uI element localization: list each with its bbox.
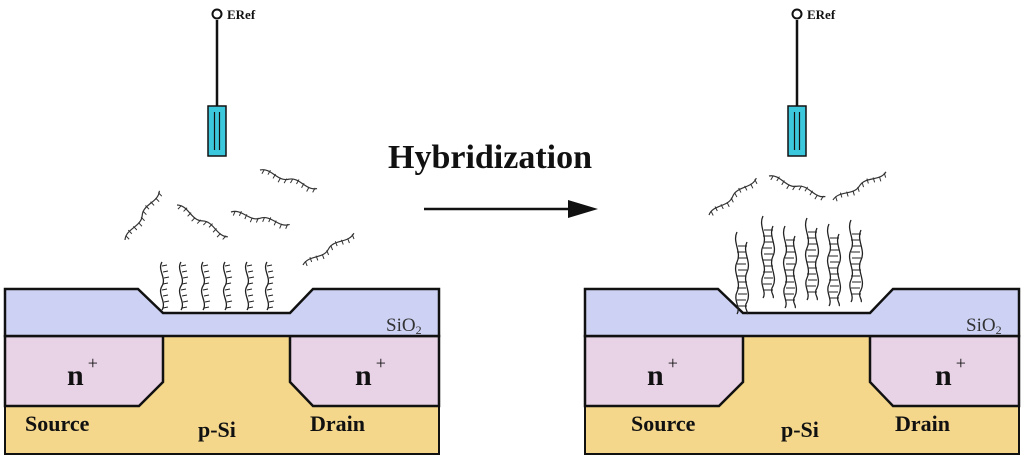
probe-strands: [159, 261, 275, 311]
substrate-label: p-Si: [781, 417, 819, 442]
drain-label: Drain: [895, 411, 950, 436]
source-label: Source: [25, 411, 90, 436]
oxide-label: SiO2: [386, 315, 422, 337]
duplex-strands: [734, 215, 864, 315]
transition-title: Hybridization: [388, 139, 592, 176]
electrode-label: ERef: [227, 7, 256, 22]
drain-doping: n+: [935, 353, 966, 392]
drain-label: Drain: [310, 411, 365, 436]
electrode-label: ERef: [807, 7, 836, 22]
source-doping: n+: [67, 353, 98, 392]
substrate-label: p-Si: [198, 417, 236, 442]
target-strands: [706, 168, 890, 221]
source-label: Source: [631, 411, 696, 436]
source-doping: n+: [647, 353, 678, 392]
panel-before: ERef SiO2 n+ n+ Source p-Si Dra: [3, 7, 441, 456]
panel-after: ERef SiO2 n+ n+ Source p-Si Drain: [583, 7, 1021, 456]
hybridization-transition: Hybridization: [388, 139, 598, 218]
drain-doping: n+: [355, 353, 386, 392]
target-strands: [121, 166, 358, 271]
oxide-label: SiO2: [966, 315, 1002, 337]
transition-arrow-head: [568, 200, 598, 218]
